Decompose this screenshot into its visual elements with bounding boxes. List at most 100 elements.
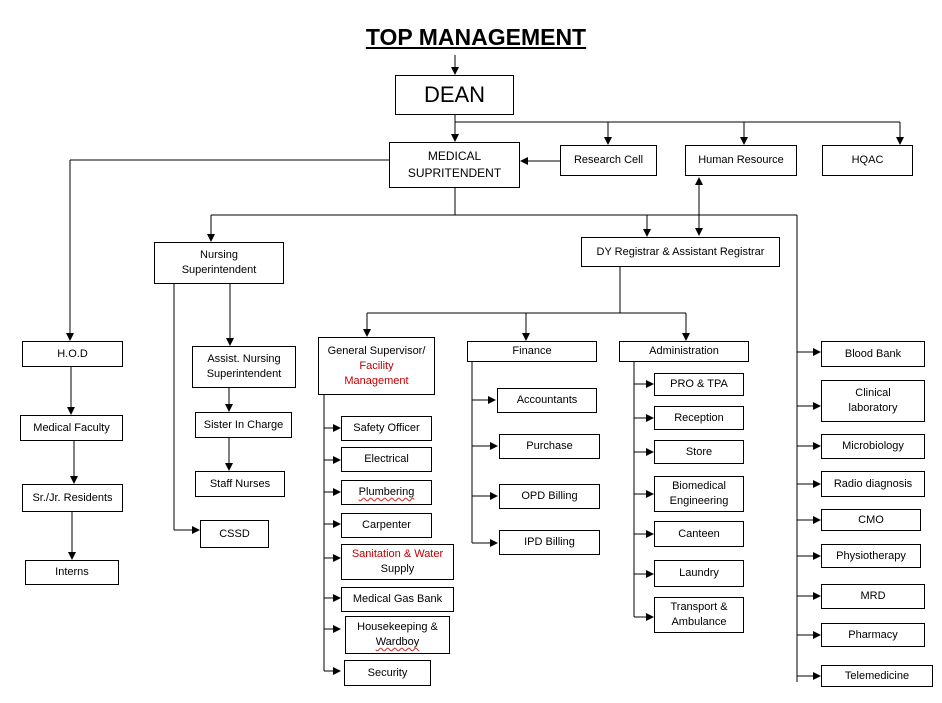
medical-faculty-box: Medical Faculty <box>20 415 123 441</box>
arrowhead-61 <box>333 594 341 602</box>
arrowhead-57 <box>333 520 341 528</box>
carpenter-box: Carpenter <box>341 513 432 538</box>
sanitation-water-supply-box: Sanitation & Water Supply <box>341 544 454 580</box>
arrowhead-6 <box>604 137 612 145</box>
transport-label-line2: Ambulance <box>671 616 727 628</box>
dean-box: DEAN <box>395 75 514 115</box>
arrowhead-59 <box>333 554 341 562</box>
biomedical-engineering-box: Biomedical Engineering <box>654 476 744 512</box>
electrical-box: Electrical <box>341 447 432 472</box>
arrowhead-89 <box>646 613 654 621</box>
physiotherapy-label: Physiotherapy <box>836 549 906 562</box>
arrowhead-74 <box>490 539 498 547</box>
assistant-nursing-label-line1: Assist. Nursing <box>207 353 281 365</box>
arrowhead-72 <box>490 492 498 500</box>
reception-box: Reception <box>654 406 744 430</box>
electrical-label: Electrical <box>364 453 409 465</box>
sister-in-charge-box: Sister In Charge <box>195 412 292 438</box>
residents-label: Sr./Jr. Residents <box>32 491 113 504</box>
dean-label: DEAN <box>423 82 486 107</box>
biomedical-label-line2: Engineering <box>669 495 729 507</box>
carpenter-label: Carpenter <box>362 519 411 531</box>
clinical-lab-label-line1: Clinical <box>855 387 891 399</box>
arrowhead-65 <box>333 667 341 675</box>
arrowhead-55 <box>333 488 341 496</box>
sanitation-label-line1: Sanitation & Water <box>351 548 444 560</box>
arrowhead-41 <box>226 338 234 346</box>
medical-superintendent-label-line1: MEDICAL <box>427 149 482 163</box>
arrowhead-105 <box>813 631 821 639</box>
laundry-label: Laundry <box>679 567 719 579</box>
research-cell-box: Research Cell <box>560 145 657 176</box>
arrowhead-3 <box>451 134 459 142</box>
interns-label: Interns <box>55 566 89 578</box>
arrowhead-39 <box>68 552 76 560</box>
store-box: Store <box>654 440 744 464</box>
nursing-superintendent-box: Nursing Superintendent <box>154 242 284 284</box>
blood-bank-label: Blood Bank <box>844 347 902 360</box>
human-resource-label: Human Resource <box>698 154 784 166</box>
arrowhead-15 <box>66 333 74 341</box>
ipd-billing-label: IPD Billing <box>524 536 575 548</box>
physiotherapy-box: Physiotherapy <box>821 544 921 568</box>
administration-label: Administration <box>649 345 719 357</box>
security-box: Security <box>344 660 431 686</box>
arrowhead-91 <box>813 348 821 356</box>
blood-bank-box: Blood Bank <box>821 341 925 367</box>
store-label: Store <box>685 445 713 458</box>
assistant-nursing-superintendent-box: Assist. Nursing Superintendent <box>192 346 296 388</box>
pharmacy-label: Pharmacy <box>848 628 898 641</box>
laundry-box: Laundry <box>654 560 744 587</box>
radio-diagnosis-box: Radio diagnosis <box>821 471 925 497</box>
pro-tpa-box: PRO & TPA <box>654 373 744 396</box>
arrowhead-12 <box>520 157 528 165</box>
arrowhead-31 <box>522 333 530 341</box>
arrowhead-1 <box>451 67 459 75</box>
microbiology-label: Microbiology <box>842 440 904 452</box>
cssd-label: CSSD <box>219 527 250 540</box>
arrowhead-93 <box>813 402 821 410</box>
arrowhead-101 <box>813 552 821 560</box>
general-supervisor-box: General Supervisor/ Facility Management <box>318 337 435 395</box>
housekeeping-box: Housekeeping & Wardboy <box>345 616 450 654</box>
radio-diagnosis-label: Radio diagnosis <box>833 477 913 490</box>
arrowhead-37 <box>70 476 78 484</box>
medical-superintendent-label-line2: SUPRITENDENT <box>407 166 502 180</box>
arrowhead-21 <box>643 229 651 237</box>
opd-billing-label: OPD Billing <box>521 490 578 502</box>
general-supervisor-label-line3: Management <box>344 374 409 387</box>
interns-box: Interns <box>25 560 119 585</box>
canteen-label: Canteen <box>678 527 720 540</box>
arrowhead-10 <box>896 137 904 145</box>
mrd-box: MRD <box>821 584 925 609</box>
arrowhead-103 <box>813 592 821 600</box>
arrowhead-85 <box>646 530 654 538</box>
arrowhead-79 <box>646 414 654 422</box>
housekeeping-label-line2: Wardboy <box>375 636 420 648</box>
finance-box: Finance <box>467 341 597 362</box>
pharmacy-box: Pharmacy <box>821 623 925 647</box>
nursing-superintendent-label-line1: Nursing <box>200 249 238 261</box>
arrowhead-35 <box>67 407 75 415</box>
arrowhead-48 <box>192 526 200 534</box>
telemedicine-box: Telemedicine <box>821 665 933 687</box>
safety-officer-box: Safety Officer <box>341 416 432 441</box>
sister-in-charge-label: Sister In Charge <box>203 418 284 431</box>
opd-billing-box: OPD Billing <box>499 484 600 509</box>
arrowhead-87 <box>646 570 654 578</box>
accountants-label: Accountants <box>516 394 578 406</box>
hqac-label: HQAC <box>851 154 884 166</box>
cssd-box: CSSD <box>200 520 269 548</box>
plumbering-label: Plumbering <box>358 486 415 498</box>
human-resource-box: Human Resource <box>685 145 797 176</box>
page-title: TOP MANAGEMENT <box>365 24 587 50</box>
safety-officer-label: Safety Officer <box>353 422 420 434</box>
microbiology-box: Microbiology <box>821 434 925 459</box>
assistant-nursing-label-line2: Superintendent <box>206 368 282 380</box>
housekeeping-label-line1: Housekeeping & <box>357 621 438 633</box>
telemedicine-label: Telemedicine <box>844 669 910 682</box>
biomedical-label-line1: Biomedical <box>672 480 726 492</box>
arrowhead-77 <box>646 380 654 388</box>
cmo-label: CMO <box>858 513 884 526</box>
